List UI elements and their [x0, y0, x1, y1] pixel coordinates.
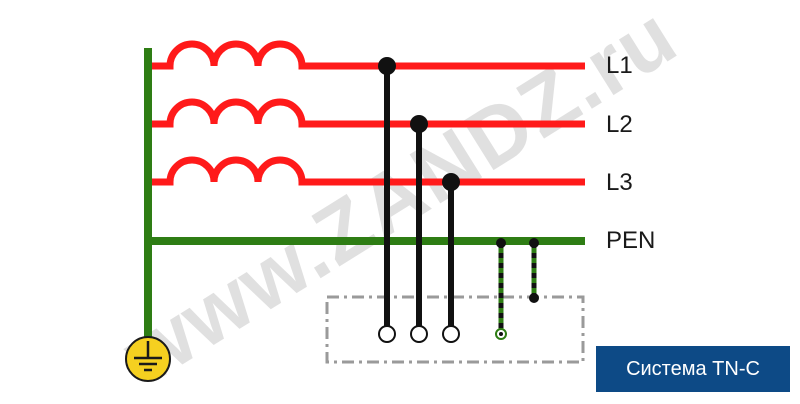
- junction-l3: [442, 173, 460, 191]
- label-l3: L3: [606, 169, 633, 196]
- terminal-l2: [410, 325, 428, 343]
- equipment-enclosure: [325, 295, 585, 364]
- junction-l2: [410, 115, 428, 133]
- pen-tap-1: [495, 238, 507, 340]
- system-type-badge: Система TN-C: [596, 346, 790, 392]
- label-l1: L1: [606, 52, 633, 79]
- winding-l2-icon: [152, 98, 585, 128]
- pen-tap-2: [529, 238, 539, 303]
- label-pen: PEN: [606, 227, 656, 254]
- winding-l3-icon: [152, 156, 585, 186]
- label-l2: L2: [606, 111, 633, 138]
- terminal-l1: [378, 325, 396, 343]
- terminal-l3: [442, 325, 460, 343]
- junction-l1: [378, 57, 396, 75]
- winding-l1-icon: [152, 40, 585, 70]
- ground-symbol-icon: [125, 336, 171, 382]
